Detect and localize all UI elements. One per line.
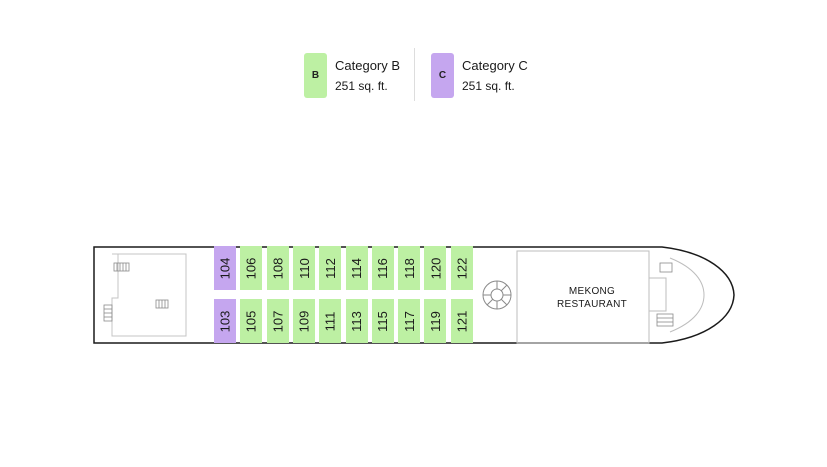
cabin-114[interactable]: 114 <box>345 246 368 290</box>
cabin-110[interactable]: 110 <box>292 246 315 290</box>
cabin-number: 114 <box>348 257 364 279</box>
cabin-113[interactable]: 113 <box>345 299 368 343</box>
category-c-badge: C <box>431 53 454 98</box>
restaurant-label: MEKONG RESTAURANT <box>517 285 667 311</box>
cabin-number: 110 <box>296 257 312 279</box>
cabin-107[interactable]: 107 <box>266 299 289 343</box>
cabin-number: 112 <box>322 257 338 279</box>
category-b-size: 251 sq. ft. <box>335 79 388 93</box>
bow-stairs-icon <box>656 313 674 327</box>
bow-hatch-icon <box>659 262 673 273</box>
cabin-number: 122 <box>454 257 470 279</box>
cabin-105[interactable]: 105 <box>240 299 263 343</box>
restaurant-annex <box>649 277 667 312</box>
aft-stairs-icon <box>113 262 130 272</box>
cabin-number: 106 <box>243 257 259 279</box>
cabin-number: 111 <box>322 311 338 331</box>
cabin-number: 118 <box>401 257 417 279</box>
legend-divider <box>414 48 415 101</box>
category-b-badge: B <box>304 53 327 98</box>
center-stairs-icon <box>155 299 169 309</box>
aft-ladder-icon <box>103 304 113 322</box>
cabin-120[interactable]: 120 <box>424 246 447 290</box>
cabin-number: 103 <box>217 310 233 332</box>
spiral-staircase-icon <box>482 280 512 310</box>
cabin-104[interactable]: 104 <box>214 246 236 290</box>
cabin-122[interactable]: 122 <box>450 246 473 290</box>
cabin-108[interactable]: 108 <box>266 246 289 290</box>
legend: B Category B 251 sq. ft. C Category C 25… <box>0 0 827 110</box>
cabin-number: 113 <box>348 310 364 332</box>
cabin-number: 107 <box>270 310 286 332</box>
cabin-number: 120 <box>427 257 443 279</box>
category-c-name: Category C <box>462 58 528 73</box>
restaurant-name-line2: RESTAURANT <box>556 299 628 310</box>
cabin-number: 117 <box>401 310 417 332</box>
cabin-103[interactable]: 103 <box>214 299 236 343</box>
cabin-106[interactable]: 106 <box>240 246 263 290</box>
cabin-number: 109 <box>296 310 312 332</box>
cabin-109[interactable]: 109 <box>292 299 315 343</box>
category-c-size: 251 sq. ft. <box>462 79 515 93</box>
cabin-115[interactable]: 115 <box>371 299 394 343</box>
cabin-number: 104 <box>217 257 233 279</box>
cabin-118[interactable]: 118 <box>398 246 421 290</box>
restaurant-name-line1: MEKONG <box>568 286 616 297</box>
cabin-121[interactable]: 121 <box>450 299 473 343</box>
cabin-number: 115 <box>375 310 391 332</box>
cabin-number: 119 <box>427 310 443 332</box>
category-b-name: Category B <box>335 58 401 73</box>
bow-inner-line <box>669 257 705 333</box>
cabin-number: 105 <box>243 310 259 332</box>
cabin-number: 121 <box>454 310 470 332</box>
cabin-116[interactable]: 116 <box>371 246 394 290</box>
restaurant-room <box>516 250 650 344</box>
cabin-111[interactable]: 111 <box>319 299 342 343</box>
cabin-112[interactable]: 112 <box>319 246 342 290</box>
cabin-number: 108 <box>270 257 286 279</box>
cabin-117[interactable]: 117 <box>398 299 421 343</box>
cabin-119[interactable]: 119 <box>424 299 447 343</box>
cabin-number: 116 <box>375 257 391 279</box>
